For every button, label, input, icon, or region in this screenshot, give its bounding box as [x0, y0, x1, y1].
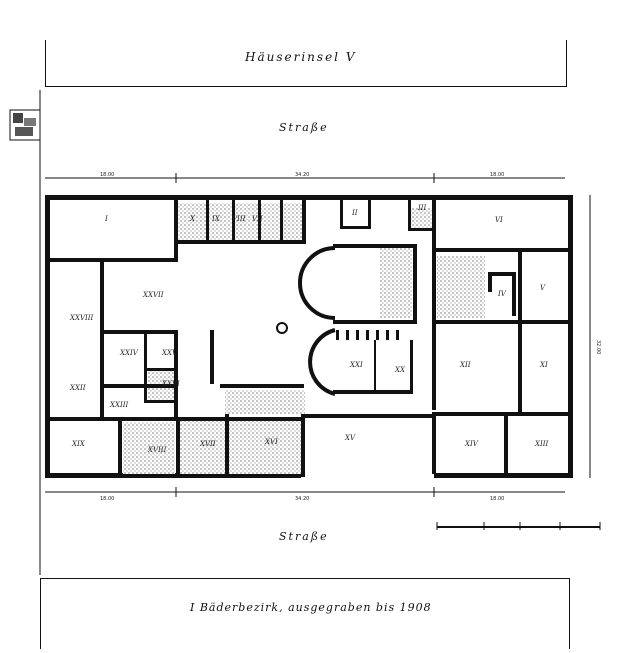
room-label-iv: IV [497, 290, 507, 298]
room-label-xiii: XIII [534, 440, 549, 448]
room-label-xxiv: XXIV [119, 349, 139, 357]
room-label-xx: XX [394, 366, 406, 374]
street-top-label: Straße [279, 121, 329, 134]
room-label-xviii: XVIII [147, 446, 167, 454]
room-label-xix: XIX [71, 440, 86, 448]
room-label-xxviii: XXVIII [69, 314, 94, 322]
dim-top-mid: 34.20 [295, 172, 309, 178]
room-label-xiv: XIV [464, 440, 479, 448]
room-label-xii: XII [459, 361, 471, 369]
room-label-ix: IX [211, 215, 221, 223]
dimension-line-top [45, 173, 565, 183]
insula-bottom-block [40, 578, 570, 649]
room-label-xxvi: XXVI [161, 380, 180, 388]
room-label-iii: III [417, 204, 427, 212]
room-label-ii: II [351, 209, 358, 217]
room-label-vii: VII [252, 215, 263, 223]
scale-bar [436, 522, 601, 530]
room-label-xxv: XXV [161, 349, 178, 357]
room-label-x: X [189, 215, 196, 223]
room-label-viii: VIII [232, 215, 246, 223]
street-bottom-label: Straße [279, 530, 329, 543]
room-label-xvii: XVII [199, 440, 216, 448]
interior-walls [45, 198, 573, 477]
room-label-xi: XI [539, 361, 548, 369]
room-label-xxii: XXII [69, 384, 86, 392]
room-label-v: V [540, 284, 546, 292]
dim-bottom-left: 18.00 [100, 496, 114, 502]
bottom-block-title: I Bäderbezirk, ausgegraben bis 1908 [190, 601, 432, 614]
stippled-floors [123, 203, 485, 474]
dimension-line-bottom [45, 487, 565, 497]
room-label-vi: VI [495, 216, 503, 224]
room-label-i: I [104, 215, 108, 223]
dim-top-right: 18.00 [490, 172, 504, 178]
outer-walls [45, 195, 573, 478]
room-label-xxiii: XXIII [109, 401, 128, 409]
room-label-xv: XV [344, 434, 356, 442]
dim-bottom-mid: 34.20 [295, 496, 309, 502]
dim-right-side: 32.00 [595, 340, 601, 354]
dim-bottom-right: 18.00 [490, 496, 504, 502]
dim-top-left: 18.00 [100, 172, 114, 178]
room-label-xxvii: XXVII [142, 291, 164, 299]
locator-map-icon [9, 109, 41, 141]
insula-top-title: Häuserinsel V [245, 50, 357, 64]
insula-top-block [45, 40, 567, 87]
room-label-xvi: XVI [264, 438, 278, 446]
fountain-marker [276, 322, 288, 334]
room-label-xxi: XXI [349, 361, 363, 369]
